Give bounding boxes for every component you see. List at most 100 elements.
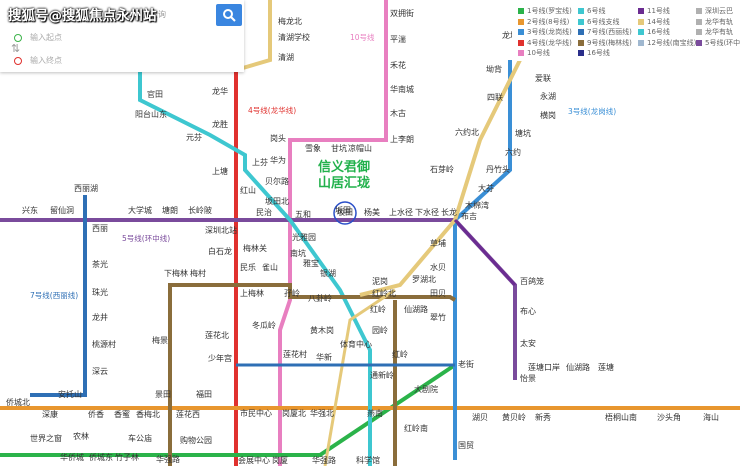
station-label[interactable]: 大剧院 — [414, 384, 438, 394]
station-label[interactable]: 通新岭 — [370, 370, 394, 380]
station-label[interactable]: 燕南 — [367, 408, 383, 418]
station-label[interactable]: 红岭南 — [404, 423, 428, 433]
swap-icon[interactable]: ⇅ — [11, 42, 21, 55]
station-label[interactable]: 罗湖北 — [412, 275, 436, 284]
station-label[interactable]: 园岭 — [372, 325, 388, 335]
station-label[interactable]: 甘坑 — [331, 143, 347, 153]
station-label[interactable]: 雅宝 — [303, 258, 319, 268]
station-label[interactable]: 侨城东 — [89, 452, 113, 462]
station-label[interactable]: 光雅园 — [292, 232, 316, 242]
station-label[interactable]: 岗厦 — [272, 456, 288, 465]
station-label[interactable]: 留仙洞 — [50, 205, 74, 215]
station-label[interactable]: 塘坑 — [515, 128, 531, 138]
station-label[interactable]: 华强路 — [312, 455, 336, 465]
station-label[interactable]: 雀山 — [262, 262, 278, 272]
station-label[interactable]: 红岭 — [370, 304, 386, 314]
station-label[interactable]: 茶光 — [92, 259, 108, 269]
station-label[interactable]: 清湖学校 — [278, 32, 310, 42]
start-field[interactable]: 输入起点 — [14, 32, 62, 43]
station-label[interactable]: 雪象 — [305, 143, 321, 153]
station-label[interactable]: 珠光 — [92, 287, 108, 297]
station-label[interactable]: 爱联 — [535, 74, 551, 83]
station-label[interactable]: 民治 — [256, 207, 272, 217]
station-label[interactable]: 安托山 — [58, 389, 82, 399]
station-label[interactable]: 大学城 — [128, 205, 152, 215]
station-label[interactable]: 禾花 — [390, 60, 406, 70]
station-label[interactable]: 五和 — [295, 210, 311, 219]
station-label[interactable]: 木棉湾 — [465, 200, 489, 210]
station-label[interactable]: 下水径 — [415, 207, 439, 217]
station-label[interactable]: 水贝 — [430, 262, 446, 272]
station-label[interactable]: 华新 — [316, 352, 332, 362]
station-label[interactable]: 南坑 — [290, 248, 306, 258]
station-label[interactable]: 新秀 — [535, 412, 551, 422]
station-label[interactable]: 泥岗 — [372, 277, 388, 286]
station-label[interactable]: 仙湖路 — [566, 362, 590, 372]
search-input[interactable]: 查询 — [150, 10, 166, 19]
station-label[interactable]: 杨美 — [364, 207, 380, 217]
station-label[interactable]: 红岭 — [392, 349, 408, 359]
station-label[interactable]: 西丽湖 — [74, 184, 98, 193]
station-label[interactable]: 华强路 — [156, 454, 180, 464]
station-label[interactable]: 龙华 — [212, 86, 228, 96]
station-label[interactable]: 大芬 — [478, 183, 494, 193]
station-label[interactable]: 坳背 — [486, 64, 502, 74]
station-label[interactable]: 下梅林 — [164, 268, 188, 278]
station-label[interactable]: 草埔 — [430, 238, 446, 248]
station-label[interactable]: 永湖 — [540, 91, 556, 101]
station-label[interactable]: 香蜜 — [114, 409, 130, 419]
station-label[interactable]: 八卦岭 — [308, 293, 332, 303]
station-label[interactable]: 景田 — [155, 390, 171, 399]
station-label[interactable]: 仙湖路 — [404, 304, 428, 314]
station-label[interactable]: 香梅北 — [136, 409, 160, 419]
station-label[interactable]: 塘朗 — [162, 205, 178, 215]
station-label[interactable]: 岗厦北 — [282, 409, 306, 418]
station-label[interactable]: 莲塘口岸 — [528, 362, 560, 372]
station-label[interactable]: 桃源村 — [92, 339, 116, 349]
station-label[interactable]: 会展中心 — [238, 455, 270, 465]
station-label[interactable]: 华强北 — [310, 408, 334, 418]
station-label[interactable]: 贝尔路 — [265, 176, 289, 186]
station-label[interactable]: 红岭北 — [372, 288, 396, 298]
station-label[interactable]: 龙城 — [502, 30, 518, 40]
station-label[interactable]: 石芽岭 — [430, 164, 454, 174]
station-label[interactable]: 元芬 — [186, 132, 202, 142]
station-label[interactable]: 梅村 — [190, 268, 206, 278]
station-label[interactable]: 黄贝岭 — [502, 412, 526, 422]
station-label[interactable]: 华南城 — [390, 84, 414, 94]
station-label[interactable]: 孖岭 — [284, 288, 300, 298]
station-label[interactable]: 车公庙 — [128, 433, 152, 443]
station-label[interactable]: 莲塘 — [598, 362, 614, 372]
station-label[interactable]: 翠竹 — [430, 312, 446, 322]
station-label[interactable]: 凉帽山 — [348, 143, 372, 153]
station-label[interactable]: 六约北 — [455, 127, 479, 137]
station-label[interactable]: 兴东 — [22, 205, 38, 215]
station-label[interactable]: 坂田 — [337, 207, 353, 217]
station-label[interactable]: 木古 — [390, 108, 406, 118]
station-label[interactable]: 湖贝 — [472, 413, 488, 422]
station-label[interactable]: 少年宫 — [208, 353, 232, 363]
station-label[interactable]: 民乐 — [240, 262, 256, 272]
station-label[interactable]: 布吉 — [461, 211, 477, 221]
station-label[interactable]: 六约 — [505, 147, 521, 157]
station-label[interactable]: 莲花村 — [283, 349, 307, 359]
station-label[interactable]: 长岭陂 — [188, 205, 212, 215]
station-label[interactable]: 龙胜 — [212, 119, 228, 129]
station-label[interactable]: 布心 — [520, 306, 536, 316]
station-label[interactable]: 丹竹头 — [486, 164, 510, 174]
station-label[interactable]: 红山 — [240, 185, 256, 195]
station-label[interactable]: 横岗 — [540, 110, 556, 120]
station-label[interactable]: 莲花北 — [205, 330, 229, 340]
station-label[interactable]: 四联 — [487, 93, 503, 102]
station-label[interactable]: 农林 — [73, 431, 89, 441]
station-label[interactable]: 上塘 — [212, 166, 228, 176]
search-button[interactable] — [216, 4, 242, 26]
station-label[interactable]: 清湖 — [278, 52, 294, 62]
station-label[interactable]: 海山 — [703, 412, 719, 422]
station-label[interactable]: 深康 — [42, 409, 58, 419]
station-label[interactable]: 侨香 — [88, 409, 104, 419]
station-label[interactable]: 上梅林 — [240, 288, 264, 298]
station-label[interactable]: 西丽 — [92, 224, 108, 233]
station-label[interactable]: 冬瓜岭 — [252, 320, 276, 330]
station-label[interactable]: 银湖 — [320, 268, 336, 278]
